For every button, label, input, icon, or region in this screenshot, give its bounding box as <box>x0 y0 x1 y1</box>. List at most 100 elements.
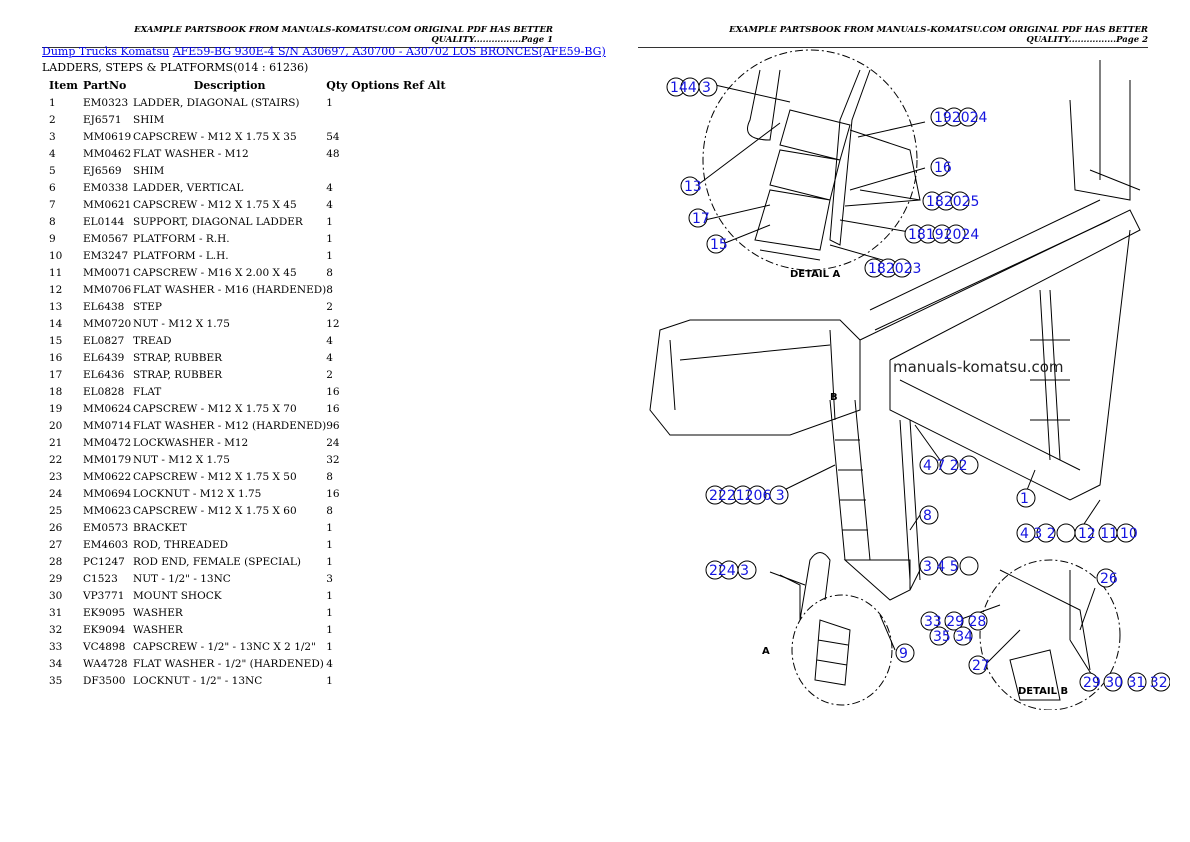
callout-circle <box>968 611 988 631</box>
item-number: 9 <box>49 232 56 245</box>
callout-circle <box>1074 523 1094 543</box>
callout-circle <box>939 556 959 576</box>
part-number: EM4603 <box>83 538 129 551</box>
callout-circle <box>919 455 939 475</box>
item-number: 33 <box>49 640 63 653</box>
callout: 18192024 <box>904 224 979 244</box>
description: SHIM <box>133 164 165 177</box>
item-number: 17 <box>49 368 63 381</box>
quantity: 4 <box>326 657 333 670</box>
callout: 192024 <box>930 107 988 127</box>
callout-label: 1 <box>1020 491 1029 507</box>
quantity: 1 <box>326 249 333 262</box>
callout: 26 <box>1096 568 1118 588</box>
breadcrumb-model-link[interactable]: AFE59-BG 930E-4 S/N A30697, A30700 - A30… <box>172 45 606 58</box>
callout-label: 224 3 <box>709 563 749 579</box>
callout-circle <box>769 485 789 505</box>
callout-circle <box>946 224 966 244</box>
callout: 29 30 31 32 <box>1079 672 1170 692</box>
callout-circle <box>920 611 940 631</box>
section-title: LADDERS, STEPS & PLATFORMS(014 : 61236) <box>42 61 309 74</box>
description: CAPSCREW - M12 X 1.75 X 60 <box>133 504 297 517</box>
item-number: 28 <box>49 555 63 568</box>
part-number: MM0462 <box>83 147 132 160</box>
description: STRAP, RUBBER <box>133 368 223 381</box>
item-number: 32 <box>49 623 63 636</box>
callout: 224 3 <box>705 560 757 580</box>
part-number: PC1247 <box>83 555 125 568</box>
item-number: 30 <box>49 589 63 602</box>
callout-circle <box>698 77 718 97</box>
part-number: EL6436 <box>83 368 125 381</box>
description: LOCKNUT - 1/2" - 13NC <box>133 674 263 687</box>
quantity: 24 <box>326 436 340 449</box>
page-1-header: EXAMPLE PARTSBOOK FROM MANUALS-KOMATSU.C… <box>42 25 553 48</box>
description: WASHER <box>133 606 183 619</box>
item-number: 15 <box>49 334 63 347</box>
part-number: MM0714 <box>83 419 132 432</box>
part-number: MM0179 <box>83 453 132 466</box>
description: ROD END, FEMALE (SPECIAL) <box>133 555 301 568</box>
description: STEP <box>133 300 162 313</box>
item-number: 21 <box>49 436 63 449</box>
quantity: 12 <box>326 317 340 330</box>
quantity: 2 <box>326 368 333 381</box>
callout-circle <box>929 626 949 646</box>
description: LADDER, DIAGONAL (STAIRS) <box>133 96 300 109</box>
description: BRACKET <box>133 521 187 534</box>
callout-circle <box>1103 672 1123 692</box>
item-number: 3 <box>49 130 56 143</box>
item-number: 22 <box>49 453 63 466</box>
part-number: EL0828 <box>83 385 125 398</box>
item-number: 24 <box>49 487 63 500</box>
diagram-drawing <box>649 49 1141 710</box>
item-number: 14 <box>49 317 63 330</box>
callout: 12 11 <box>1074 523 1118 543</box>
quantity <box>326 162 445 179</box>
item-number: 2 <box>49 113 56 126</box>
item-number: 11 <box>49 266 63 279</box>
quantity: 16 <box>326 487 340 500</box>
part-number: VP3771 <box>83 589 125 602</box>
callout-label: 12 11 <box>1078 526 1118 542</box>
quantity: 1 <box>326 623 333 636</box>
quantity: 8 <box>326 504 333 517</box>
callout-circle <box>680 176 700 196</box>
description: FLAT WASHER - 1/2" (HARDENED) <box>133 657 324 670</box>
quantity: 1 <box>326 538 333 551</box>
callout: 13 <box>680 176 702 196</box>
item-number: 27 <box>49 538 63 551</box>
column-header-partno: PartNo <box>83 79 127 92</box>
view-a-boundary <box>791 594 893 706</box>
callout-label: 29 30 31 32 <box>1083 675 1168 691</box>
description: CAPSCREW - 1/2" - 13NC X 2 1/2" <box>133 640 316 653</box>
quantity: 8 <box>326 266 333 279</box>
part-number: EM0323 <box>83 96 129 109</box>
item-number: 20 <box>49 419 63 432</box>
description: CAPSCREW - M16 X 2.00 X 45 <box>133 266 297 279</box>
callout-label: 13 <box>684 179 702 195</box>
quantity: 1 <box>326 674 333 687</box>
part-number: MM0622 <box>83 470 132 483</box>
quantity: 1 <box>326 96 333 109</box>
callout: 3 4 5 <box>919 556 979 576</box>
description: NUT - 1/2" - 13NC <box>133 572 231 585</box>
part-number: EL0144 <box>83 215 125 228</box>
quantity: 8 <box>326 470 333 483</box>
callout: 1 <box>1016 488 1036 508</box>
breadcrumb-category-link[interactable]: Dump Trucks Komatsu <box>42 45 170 58</box>
callout-circle <box>895 643 915 663</box>
item-number: 1 <box>49 96 56 109</box>
